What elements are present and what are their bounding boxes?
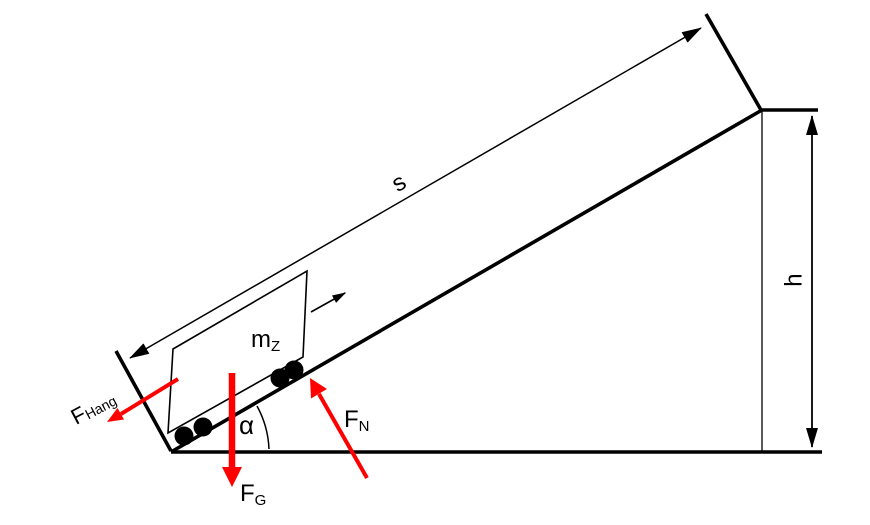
gravity-force-arrow	[222, 373, 242, 487]
slope-dimension-line	[129, 27, 702, 359]
gravity-force-label: FG	[240, 480, 266, 509]
mass-label-sub: Z	[271, 338, 280, 355]
downhill-force-arrow	[107, 377, 180, 422]
mass-label-main: m	[251, 326, 271, 353]
cart-body	[167, 269, 308, 435]
normal-force-label: FN	[344, 406, 370, 435]
normal-force-label-sub: N	[359, 418, 370, 435]
normal-force-shaft	[317, 393, 369, 479]
motion-direction-arrow	[310, 292, 347, 313]
angle-arc	[256, 405, 270, 450]
cart-wheel	[270, 368, 290, 388]
mass-label: mZ	[251, 326, 280, 355]
slope-length-label: s	[387, 168, 411, 197]
slope-extension-tick-top	[704, 13, 763, 111]
downhill-force-head	[107, 408, 124, 422]
incline-hypotenuse-line	[170, 108, 763, 454]
downhill-force-shaft	[119, 377, 180, 416]
cart-wheel	[284, 360, 304, 380]
cart-wheel	[193, 417, 213, 437]
normal-force-head	[310, 378, 327, 399]
normal-force-arrow	[310, 378, 369, 479]
cart-wheel	[174, 426, 194, 446]
normal-force-label-main: F	[344, 406, 359, 433]
gravity-force-head	[222, 467, 242, 487]
gravity-force-label-main: F	[240, 480, 255, 507]
angle-label: α	[239, 410, 254, 440]
gravity-force-label-sub: G	[255, 492, 267, 509]
height-label: h	[781, 273, 808, 286]
downhill-force-label: FHang	[66, 385, 119, 429]
